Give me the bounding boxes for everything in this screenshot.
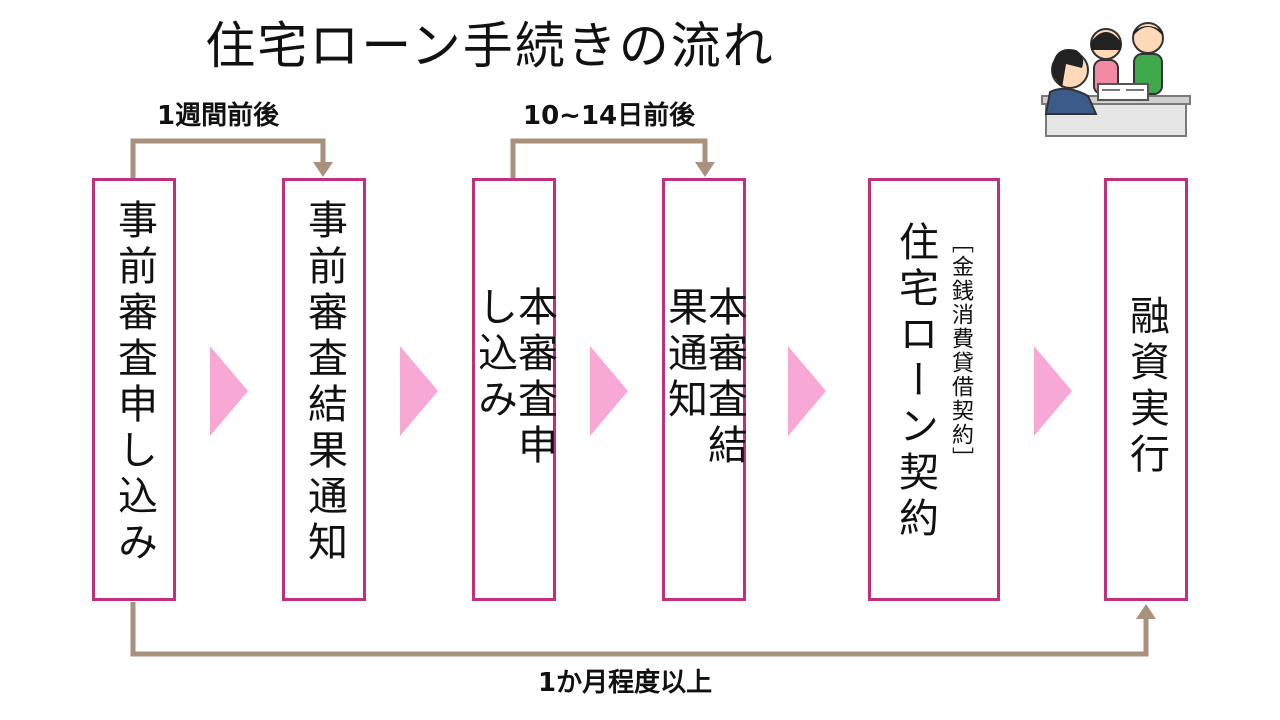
step-main-review-result: 本審査結果通知 (661, 178, 747, 601)
connector-main-review (510, 138, 708, 178)
step-loan-contract: 住宅ローン契約 ［金銭消費貸借契約］ (868, 178, 1000, 601)
duration-label-main-review: 10~14日前後 (523, 101, 696, 131)
step-label: 本審査結果通知 (661, 285, 747, 470)
flow-arrow-5 (1034, 346, 1072, 436)
duration-label-pre-review: 1週間前後 (157, 101, 280, 131)
step-label: 事前審査結果通知 (301, 199, 347, 567)
flow-arrow-1 (210, 346, 248, 436)
step-label: 融資実行 (1123, 295, 1169, 479)
step-label: 本審査申し込み (471, 285, 557, 470)
page-title: 住宅ローン手続きの流れ (205, 17, 775, 75)
connector-pre-review (130, 138, 326, 178)
connector-pre-review-arrowhead (313, 162, 333, 177)
flow-arrow-2 (400, 346, 438, 436)
step-pre-review-application: 事前審査申し込み (92, 178, 176, 601)
step-sublabel: ［金銭消費貸借契約］ (948, 231, 973, 471)
duration-label-total: 1か月程度以上 (538, 668, 713, 698)
flow-arrow-4 (788, 346, 826, 436)
connector-total-arrowhead (1136, 604, 1156, 619)
consultation-illustration (1041, 22, 1191, 137)
step-main-review-application: 本審査申し込み (471, 178, 557, 601)
step-label: 事前審査申し込み (111, 199, 157, 567)
connector-total (130, 602, 1149, 657)
connector-main-review-arrowhead (695, 162, 715, 177)
step-pre-review-result: 事前審査結果通知 (282, 178, 366, 601)
flow-arrow-3 (590, 346, 628, 436)
step-loan-disbursement: 融資実行 (1104, 178, 1188, 601)
step-label: 住宅ローン契約 (892, 221, 938, 543)
